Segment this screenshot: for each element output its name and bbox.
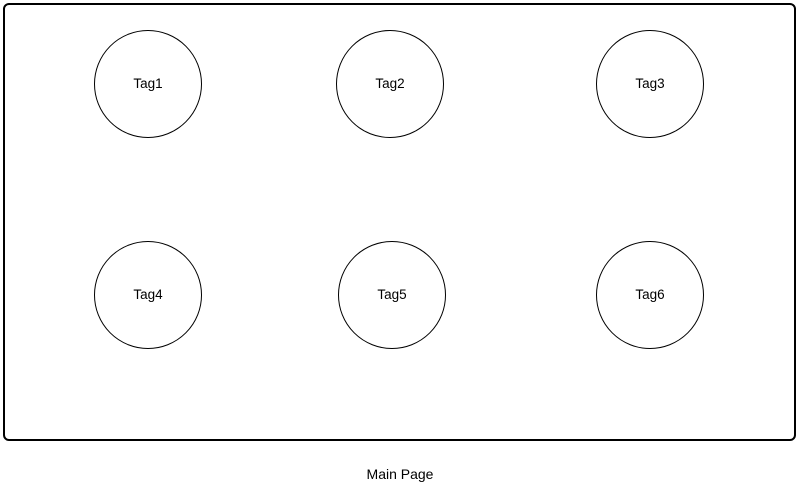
node-tag5-label: Tag5	[377, 287, 407, 303]
node-tag4-label: Tag4	[133, 287, 163, 303]
node-tag1-label: Tag1	[133, 76, 163, 92]
node-tag3[interactable]: Tag3	[596, 30, 704, 138]
node-tag4[interactable]: Tag4	[94, 241, 202, 349]
node-tag1[interactable]: Tag1	[94, 30, 202, 138]
node-tag6-label: Tag6	[635, 287, 665, 303]
main-page-label: Main Page	[366, 466, 434, 482]
node-tag2-label: Tag2	[375, 76, 405, 92]
node-tag3-label: Tag3	[635, 76, 665, 92]
node-tag2[interactable]: Tag2	[336, 30, 444, 138]
node-tag6[interactable]: Tag6	[596, 241, 704, 349]
node-tag5[interactable]: Tag5	[338, 241, 446, 349]
